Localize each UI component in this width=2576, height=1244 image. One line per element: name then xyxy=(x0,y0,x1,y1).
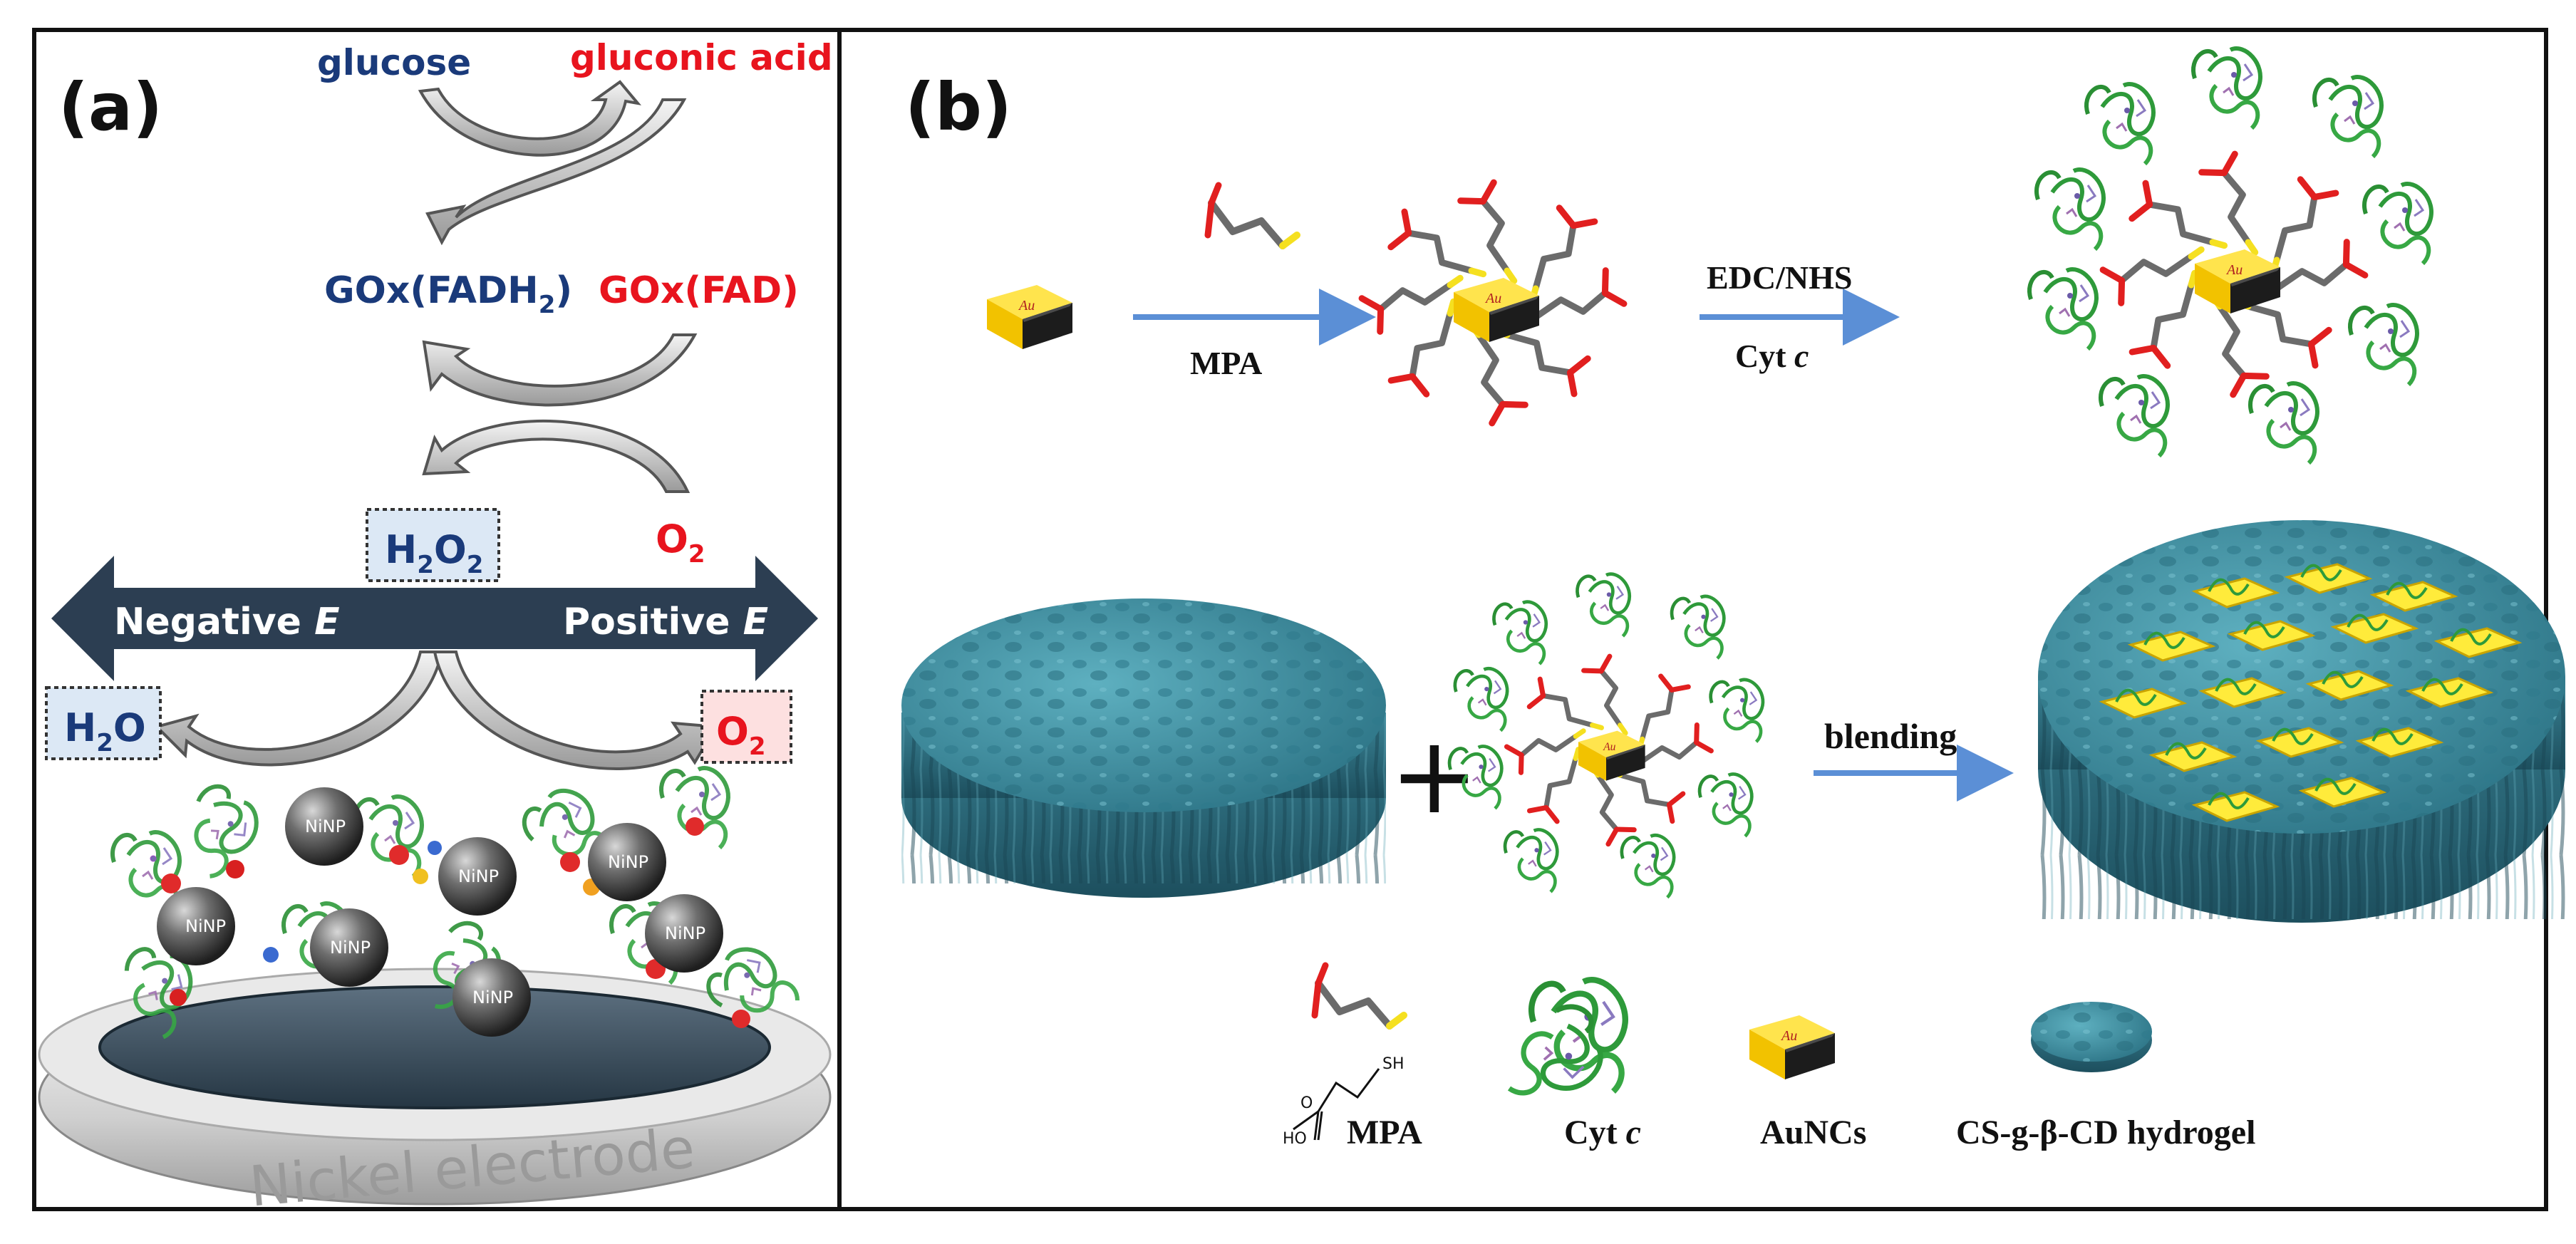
legend-aunc-icon: Au xyxy=(1749,1015,1835,1079)
svg-text:NiNP: NiNP xyxy=(458,866,499,886)
mpa-arrow-label: MPA xyxy=(1190,345,1262,381)
gold-nanocluster-mpa: Au xyxy=(1353,174,1633,432)
svg-text:NiNP: NiNP xyxy=(330,938,371,958)
lower-diverging-arrows xyxy=(154,650,719,770)
positive-e-label: Positive E xyxy=(563,601,768,643)
ninp-sphere xyxy=(157,887,235,965)
legend-hydrogel-label: CS-g-β-CD hydrogel xyxy=(1956,1114,2255,1151)
curved-arrow-glucose-to-fadh2 xyxy=(418,80,642,157)
mpa-molecule-top xyxy=(1204,182,1300,249)
curved-arrow-fadh2-to-h2o2 xyxy=(422,420,690,493)
svg-text:H2O2: H2O2 xyxy=(385,527,483,579)
h2o-box: H2O xyxy=(45,686,162,760)
h2o2-box: H2O2 xyxy=(366,508,500,582)
o2-top-label: O2 xyxy=(656,517,705,569)
svg-text:O: O xyxy=(1300,1094,1313,1112)
panel-b-label: (b) xyxy=(905,69,1012,145)
ninp-sphere xyxy=(588,823,666,901)
glucose-label: glucose xyxy=(317,42,471,83)
legend: SH HO O MPA Cyt c Au AuNCs CS- xyxy=(1283,962,2255,1151)
svg-text:Au: Au xyxy=(1484,291,1501,306)
hydrogel-loaded-disc xyxy=(2038,520,2565,923)
svg-text:NiNP: NiNP xyxy=(665,923,705,943)
panel-a: (a) glucose gluconic acid GOx(FADH2) GOx… xyxy=(32,28,842,1220)
svg-text:Au: Au xyxy=(1603,741,1616,753)
negative-e-label: Negative E xyxy=(114,601,340,643)
svg-text:O2: O2 xyxy=(716,709,766,761)
legend-mpa-skeletal: SH HO O xyxy=(1283,1055,1405,1148)
svg-text:H2O: H2O xyxy=(64,705,146,757)
svg-text:Au: Au xyxy=(1780,1028,1797,1044)
nickel-electrode: Nickel electrode xyxy=(38,968,832,1220)
ninp-sphere xyxy=(645,894,723,973)
gold-nanocluster-cytc-mid: Au xyxy=(1449,574,1763,898)
curved-arrow-fad-to-fadh2 xyxy=(422,333,698,407)
gold-nanocluster-bare: Au xyxy=(987,285,1072,349)
enzyme-nanoparticle-layer: NiNP NiNP NiNP NiNP NiNP NiNP NiNP xyxy=(108,768,804,1042)
ninp-sphere xyxy=(285,787,363,866)
curved-arrow-to-h2o xyxy=(154,650,444,767)
ninp-sphere xyxy=(310,908,388,987)
legend-cytc-icon xyxy=(1497,980,1625,1098)
ninp-sphere xyxy=(452,958,531,1037)
svg-text:NiNP: NiNP xyxy=(185,916,226,936)
svg-text:HO: HO xyxy=(1283,1130,1307,1148)
curved-arrow-fad-to-gluconic xyxy=(425,98,687,246)
top-cross-arrows xyxy=(418,80,687,246)
hydrogel-disc-large xyxy=(901,598,1386,898)
gold-tiles xyxy=(2099,563,2523,822)
svg-text:NiNP: NiNP xyxy=(608,852,648,872)
legend-cytc-label: Cyt c xyxy=(1564,1114,1641,1151)
o2-box: O2 xyxy=(700,690,792,764)
ni-nanoparticles: NiNP NiNP NiNP NiNP NiNP NiNP NiNP xyxy=(157,787,723,1037)
svg-text:Au: Au xyxy=(2225,262,2243,278)
curved-arrow-to-o2 xyxy=(433,650,719,770)
svg-text:NiNP: NiNP xyxy=(305,817,346,836)
gluconic-acid-label: gluconic acid xyxy=(570,37,833,78)
gox-fad-label: GOx(FAD) xyxy=(599,269,799,312)
blending-label: blending xyxy=(1824,716,1957,756)
edc-nhs-label: EDC/NHS xyxy=(1707,259,1852,296)
svg-text:NiNP: NiNP xyxy=(472,988,513,1007)
ninp-sphere xyxy=(438,837,517,916)
gold-nanocluster-cytc: Au xyxy=(2029,48,2431,463)
cyt-c-arrow-label: Cyt c xyxy=(1735,338,1809,374)
legend-mpa-structure xyxy=(1311,962,1407,1030)
gox-fadh2-label: GOx(FADH2) xyxy=(324,269,572,319)
panel-b: (b) Au MPA Au xyxy=(837,28,2565,1211)
svg-text:Au: Au xyxy=(1018,298,1035,313)
svg-text:SH: SH xyxy=(1382,1055,1405,1073)
legend-mpa-label: MPA xyxy=(1347,1114,1422,1151)
potential-axis-arrow: Negative E Positive E xyxy=(51,556,818,681)
legend-aunc-label: AuNCs xyxy=(1760,1114,1866,1151)
legend-hydrogel-icon xyxy=(2031,1002,2152,1072)
panel-a-label: (a) xyxy=(58,69,162,145)
middle-cross-arrows xyxy=(422,333,698,493)
plus-sign: + xyxy=(1390,714,1479,838)
